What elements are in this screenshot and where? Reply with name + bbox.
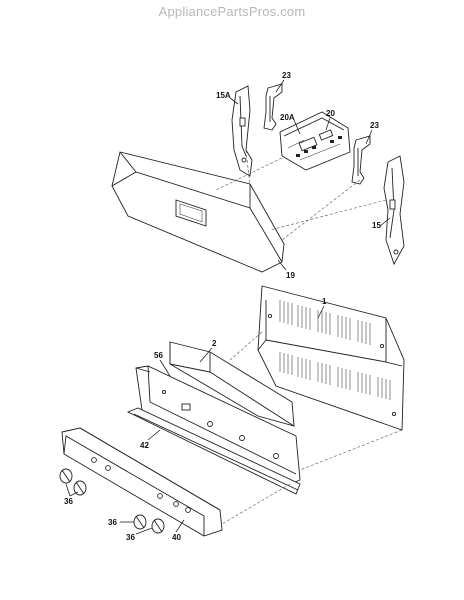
part-1-rear-panel	[257, 285, 405, 431]
part-42-trim-strip	[126, 407, 301, 495]
callout-23-right: 23	[370, 121, 379, 130]
vent-slots-lower	[279, 352, 391, 400]
callout-36-left: 36	[64, 497, 73, 506]
assembly-line	[215, 157, 283, 191]
callout-19: 19	[286, 271, 295, 280]
callout-40: 40	[172, 533, 181, 542]
part-36-knob	[73, 480, 87, 496]
callout-2: 2	[212, 339, 217, 348]
callout-1: 1	[322, 297, 327, 306]
callout-36-mid: 36	[108, 518, 117, 527]
vent-slots-upper	[279, 300, 371, 345]
part-23-clip-top	[263, 83, 283, 131]
part-36-knob	[151, 518, 165, 534]
callout-labels: 15A 23 20A 20 23 15 19 1 2 56 42 36 36 3…	[64, 71, 381, 542]
part-36-knob	[59, 468, 73, 484]
callout-36-low: 36	[126, 533, 135, 542]
callout-20a: 20A	[280, 113, 295, 122]
assembly-line	[245, 149, 251, 187]
leader-lines	[65, 79, 391, 535]
callout-15a: 15A	[216, 91, 231, 100]
part-19-backguard-panel	[111, 151, 285, 273]
part-15-end-bracket	[383, 155, 405, 266]
watermark: AppliancePartsPros.com	[158, 4, 306, 19]
callout-20: 20	[326, 109, 335, 118]
assembly-line	[229, 331, 263, 361]
part-23-clip-right	[351, 135, 371, 185]
part-15a-end-bracket	[231, 85, 253, 177]
assembly-line	[221, 483, 291, 525]
callout-56: 56	[154, 351, 163, 360]
assembly-line	[281, 179, 361, 241]
part-40-knob-panel	[61, 427, 223, 537]
part-20-control-board	[279, 111, 351, 171]
part-2-control-panel-box	[169, 341, 295, 427]
part-36-knob	[133, 514, 147, 530]
assembly-line	[299, 429, 403, 471]
callout-23-top: 23	[282, 71, 291, 80]
callout-42: 42	[140, 441, 149, 450]
callout-15: 15	[372, 221, 381, 230]
